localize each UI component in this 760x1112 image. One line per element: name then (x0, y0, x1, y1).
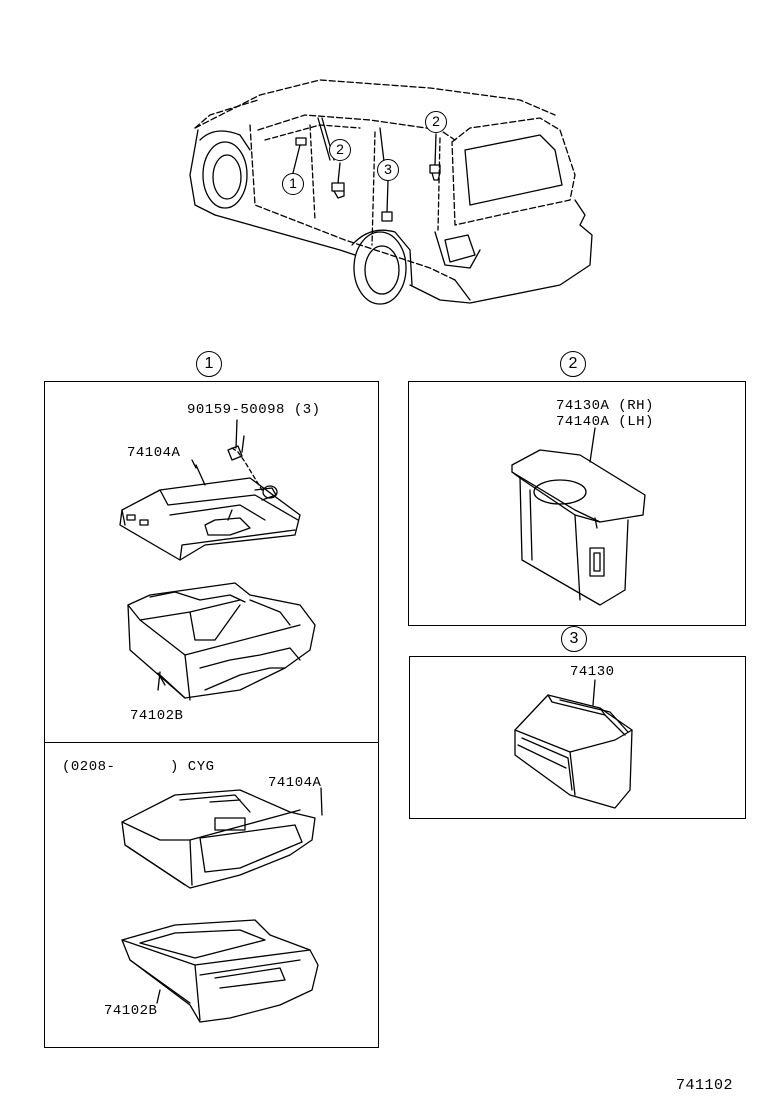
section-1-divider (44, 742, 379, 743)
part-rh-label: 74130A (RH) (556, 398, 654, 414)
ashtray-74102b-bottom (121, 919, 319, 1023)
ashtray-74130 (514, 694, 633, 809)
section-1-frame (44, 381, 379, 1048)
vehicle-callout-2-rear: 2 (425, 111, 447, 133)
ashtray-74102b-top (127, 582, 316, 701)
ashtray-top-part-label: 74102B (130, 708, 184, 724)
vehicle-illustration (189, 79, 593, 305)
vehicle-callout-1: 1 (282, 173, 304, 195)
ashtray-74130a-74140a (511, 449, 646, 606)
figure-number: 741102 (676, 1077, 734, 1094)
section-2-marker: 2 (560, 351, 586, 377)
vehicle-callout-3: 3 (377, 159, 399, 181)
part-lh-label: 74140A (LH) (556, 414, 654, 430)
retainer-74104a-top (119, 445, 301, 561)
section-3-marker: 3 (561, 626, 587, 652)
section-2-frame (408, 381, 746, 626)
retainer-74104a-bottom (121, 789, 316, 889)
retainer-bottom-part-label: 74104A (268, 775, 322, 791)
vehicle-callout-2-front: 2 (329, 139, 351, 161)
screw-part-label: 90159-50098 (3) (187, 402, 321, 418)
section-3-frame (409, 656, 746, 819)
retainer-top-part-label: 74104A (127, 445, 181, 461)
variant-note-suffix: ) CYG (170, 759, 215, 775)
section-1-marker: 1 (196, 351, 222, 377)
variant-note-prefix: (0208- (62, 759, 116, 775)
part-74130-label: 74130 (570, 664, 615, 680)
ashtray-bottom-part-label: 74102B (104, 1003, 158, 1019)
